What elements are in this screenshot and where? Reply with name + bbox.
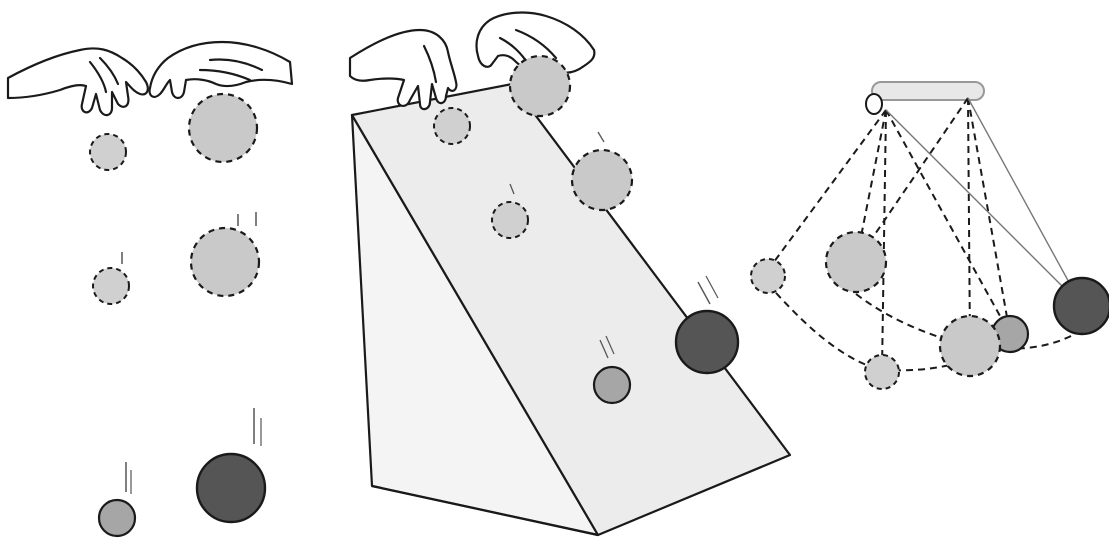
pendulum-large-ball-bottom [938, 314, 1002, 378]
ramp-large-ball-middle [570, 131, 634, 212]
large-ball-bottom [195, 408, 267, 524]
large-ball-middle [189, 212, 261, 298]
small-ball-bottom [97, 462, 137, 538]
pendulum-strings-final [885, 97, 1083, 307]
pendulum-small-ball-bottom [864, 354, 900, 390]
pendulum-large-ball-left [824, 230, 888, 294]
pendulum-large-ball-right [1052, 276, 1109, 336]
free-fall-panel [6, 40, 294, 538]
ramp-small-ball-bottom [592, 335, 632, 405]
pendulum-small-ball-left [750, 258, 786, 294]
left-hand-icon [6, 47, 149, 117]
pendulum-strings [767, 97, 1011, 371]
inclined-plane-panel [348, 11, 792, 537]
ramp-small-ball-middle [491, 183, 529, 239]
large-ball-top [187, 92, 259, 164]
small-ball-middle [92, 252, 130, 305]
ramp-large-ball-bottom [674, 275, 740, 375]
ramp-wedge [350, 82, 792, 537]
small-ball-top [89, 133, 127, 171]
pendulum-rod-icon [865, 81, 985, 115]
pendulum-panel [750, 81, 1109, 390]
pendulum-arcs [767, 283, 1083, 372]
right-hand-icon [148, 40, 294, 100]
ramp-small-ball-top [433, 107, 471, 145]
ramp-left-hand-icon [348, 28, 458, 111]
ramp-large-ball-top [508, 54, 572, 118]
